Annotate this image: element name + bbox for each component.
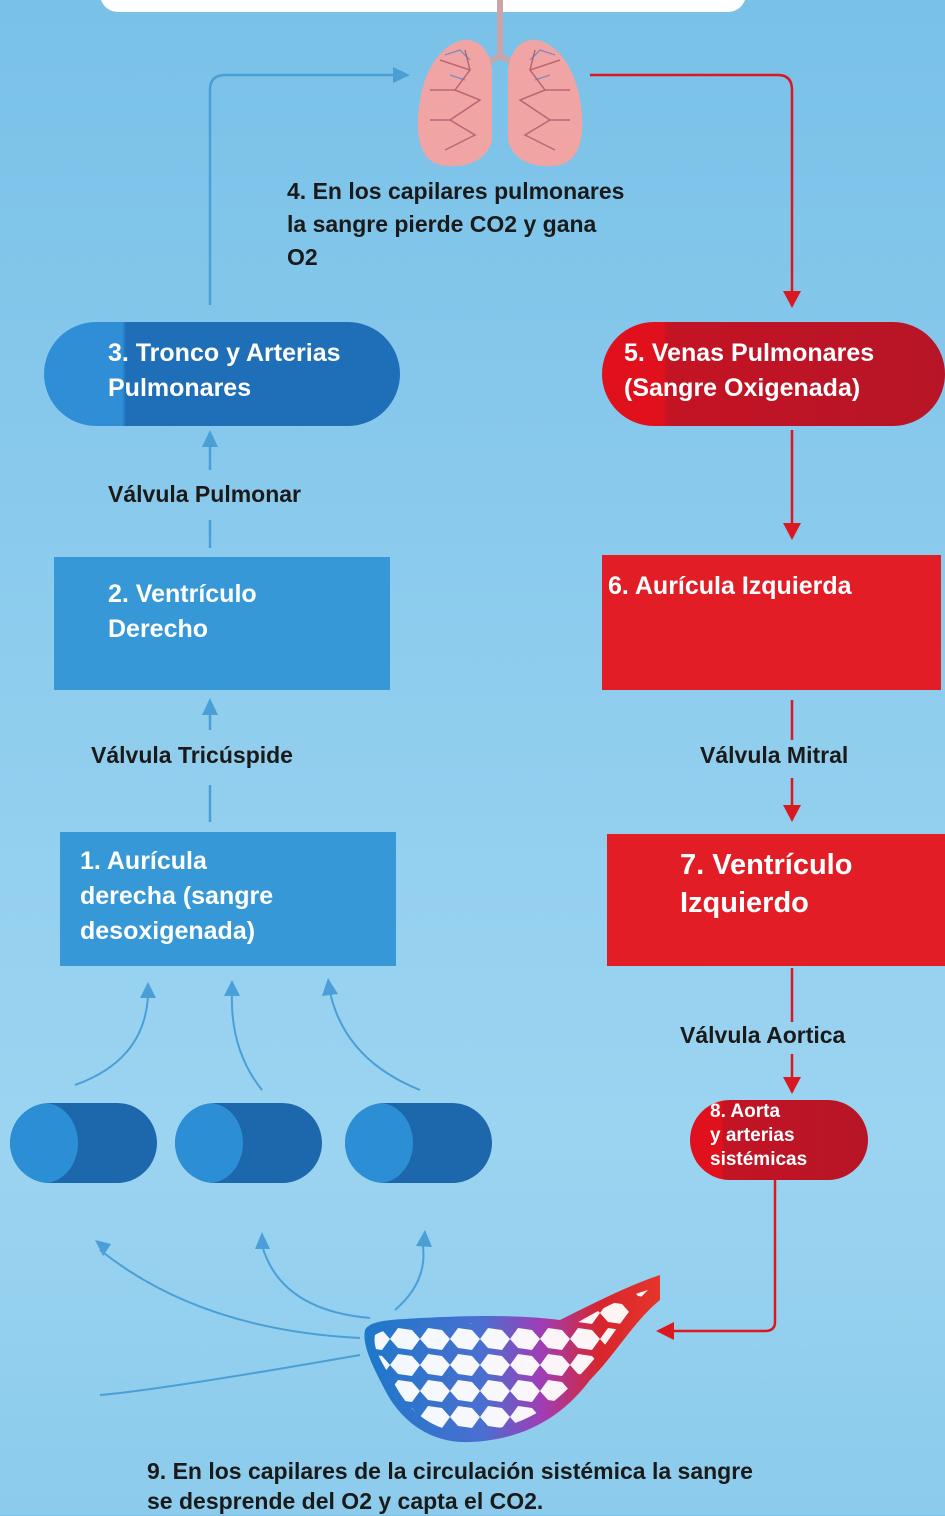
step-1-line-2: derecha (sangre [80,882,274,910]
arrow-to-capillaries [656,1322,674,1340]
arrow-to-2 [202,698,218,715]
step-6-left-atrium: 6. Aurícula Izquierda [602,555,941,690]
step-6-line-1: 6. Aurícula Izquierda [608,572,852,600]
vessel-cylinder-icon [345,1103,492,1183]
step-1-line-1: 1. Aurícula [80,847,207,875]
step-8-line-2: y arterias [710,1125,795,1146]
arrow-to-8 [783,1077,801,1094]
valve-pulmonar: Válvula Pulmonar [108,481,302,507]
valve-tricuspide: Válvula Tricúspide [91,742,293,768]
arrow-curve-1 [140,982,156,998]
step-4-line-3: O2 [287,244,318,270]
arrow-curve-3 [322,978,338,996]
step-4-line-2: la sangre pierde CO2 y gana [287,211,597,237]
step-9-label: 9. En los capilares de la circulación si… [147,1456,753,1516]
arrow-to-5 [783,291,801,308]
step-3-line-2: Pulmonares [108,374,252,402]
arrow-to-7 [783,805,801,822]
step-9-line-2: se desprende del O2 y capta el CO2. [147,1488,544,1514]
step-9-line-1: 9. En los capilares de la circulación si… [147,1458,753,1484]
step-3-line-1: 3. Tronco y Arterias [108,339,341,367]
arrow-cap-2 [255,1232,270,1249]
arrow-to-6 [783,523,801,540]
arrow-to-lungs [393,67,410,83]
pulmonary-loop-line [208,73,395,305]
arrow-cap-1 [95,1240,111,1256]
step-3-pulmonary-trunk: 3. Tronco y Arterias Pulmonares [44,322,400,426]
valve-mitral: Válvula Mitral [700,742,849,768]
step-4-line-1: 4. En los capilares pulmonares [287,178,625,204]
top-card [100,0,746,12]
step-8-line-1: 8. Aorta [710,1101,781,1122]
arrow-cap-3 [416,1230,432,1247]
arrow-to-3 [202,430,218,447]
step-2-line-2: Derecho [108,615,209,643]
step-1-right-atrium: 1. Aurícula derecha (sangre desoxigenada… [60,832,396,966]
step-2-right-ventricle: 2. Ventrículo Derecho [54,557,390,690]
step-5-line-1: 5. Venas Pulmonares [624,339,875,367]
step-4-label: 4. En los capilares pulmonares la sangre… [287,175,624,274]
step-7-left-ventricle: 7. Ventrículo Izquierdo [607,834,945,966]
curves-to-atrium [74,991,421,1091]
vessel-cylinder-icon [10,1103,157,1183]
step-7-line-2: Izquierdo [680,887,809,919]
valve-aortica: Válvula Aortica [680,1022,846,1048]
curves-from-capillaries [99,1239,425,1396]
line-8-to-capillaries [672,1175,777,1333]
step-5-line-2: (Sangre Oxigenada) [624,374,861,402]
lungs-icon [417,0,583,167]
step-8-line-3: sistémicas [710,1149,808,1170]
vessel-cylinder-icon [175,1103,322,1183]
pulmonary-veins-line [590,73,794,295]
arrow-curve-2 [224,980,240,996]
step-7-line-1: 7. Ventrículo [680,849,853,881]
capillary-bed-icon [364,1275,660,1443]
step-8-aorta: 8. Aorta y arterias sistémicas [690,1100,868,1180]
step-5-pulmonary-veins: 5. Venas Pulmonares (Sangre Oxigenada) [602,322,945,426]
step-2-line-1: 2. Ventrículo [108,580,257,608]
step-1-line-3: desoxigenada) [80,917,256,945]
